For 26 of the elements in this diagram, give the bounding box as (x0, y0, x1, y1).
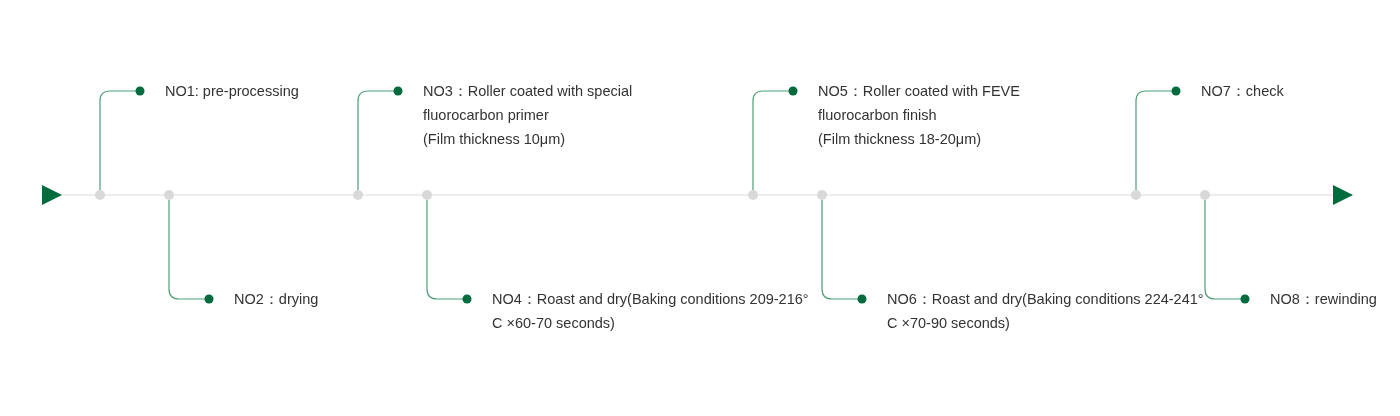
timeline-point (817, 190, 827, 200)
step-text: NO7：check (1201, 82, 1285, 101)
step-text: NO2：drying (234, 290, 320, 309)
step-text: NO6：Roast and dry(Baking conditions 224-241° C ×70-90 seconds) (887, 290, 1205, 333)
timeline-point (353, 190, 363, 200)
step-text: (Film thickness 18-20μm) (818, 130, 983, 149)
timeline-point (422, 190, 432, 200)
step-text: NO3：Roller coated with special fluorocarbon primer (423, 82, 634, 125)
step-text: NO5：Roller coated with FEVE fluorocarbon finish (818, 82, 1021, 125)
leader-line (1204, 199, 1250, 304)
timeline-point (748, 190, 758, 200)
timeline-point (164, 190, 174, 200)
leader-line (752, 86, 798, 191)
leader-line (357, 86, 403, 191)
step-text: NO8：rewinding (1270, 290, 1378, 309)
leader-line (168, 199, 214, 304)
leader-line (426, 199, 472, 304)
step-text: (Film thickness 10μm) (423, 130, 567, 149)
leader-line (1135, 86, 1181, 191)
step-text: NO1: pre-processing (165, 82, 300, 101)
timeline-point (1131, 190, 1141, 200)
leader-line (99, 86, 145, 191)
step-text: NO4：Roast and dry(Baking conditions 209-216° C ×60-70 seconds) (492, 290, 810, 333)
leader-line (821, 199, 867, 304)
timeline-point (1200, 190, 1210, 200)
timeline-point (95, 190, 105, 200)
